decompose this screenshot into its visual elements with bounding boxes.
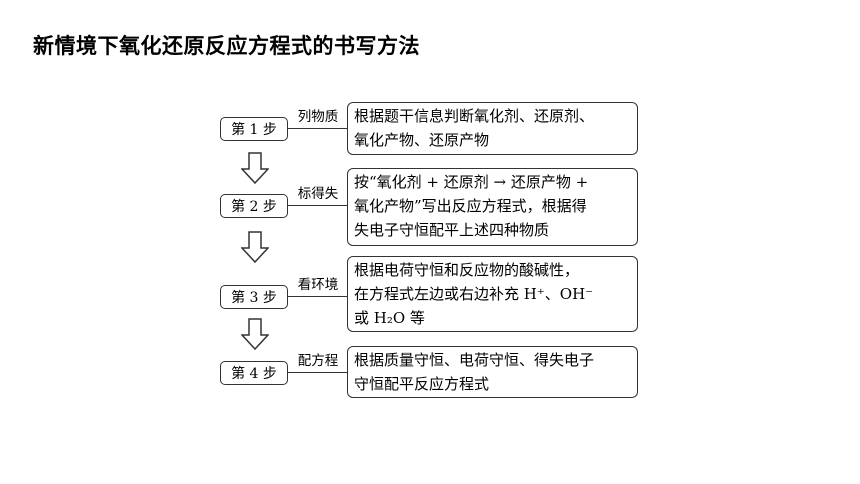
step-1-connector (288, 128, 348, 129)
step-4-line-2: 守恒配平反应方程式 (354, 375, 490, 393)
step-3-action-label: 看环境 (290, 277, 346, 293)
step-3-box: 第 3 步 (220, 285, 288, 309)
hollow-down-arrow-icon (241, 152, 269, 184)
step-3-connector (288, 296, 348, 297)
step-2-connector (288, 205, 348, 206)
step-2-box: 第 2 步 (220, 194, 288, 218)
step-3-line-2: 在方程式左边或右边补充 H⁺、OH⁻ (354, 285, 594, 303)
step-1-action-label: 列物质 (290, 109, 346, 125)
step-3-line-3: 或 H₂O 等 (354, 309, 425, 327)
step-2-action-label: 标得失 (290, 186, 346, 202)
step-4-action-label: 配方程 (290, 353, 346, 369)
step-2-line-1: 按“氧化剂 + 还原剂 → 还原产物 + (354, 173, 589, 191)
step-4-line-1: 根据质量守恒、电荷守恒、得失电子 (354, 351, 595, 369)
step-3-description: 根据电荷守恒和反应物的酸碱性， 在方程式左边或右边补充 H⁺、OH⁻ 或 H₂O… (347, 256, 638, 332)
step-4-box: 第 4 步 (220, 361, 288, 385)
step-1-line-1: 根据题干信息判断氧化剂、还原剂、 (354, 107, 595, 125)
step-4-connector (288, 372, 348, 373)
step-1-description: 根据题干信息判断氧化剂、还原剂、 氧化产物、还原产物 (347, 102, 638, 155)
step-1-box: 第 1 步 (220, 117, 288, 141)
page-title: 新情境下氧化还原反应方程式的书写方法 (33, 34, 420, 58)
step-3-line-1: 根据电荷守恒和反应物的酸碱性， (354, 261, 580, 279)
step-1-line-2: 氧化产物、还原产物 (354, 131, 490, 149)
hollow-down-arrow-icon (241, 318, 269, 350)
step-2-line-3: 失电子守恒配平上述四种物质 (354, 221, 550, 239)
hollow-down-arrow-icon (241, 231, 269, 263)
step-4-description: 根据质量守恒、电荷守恒、得失电子 守恒配平反应方程式 (347, 346, 638, 398)
step-2-description: 按“氧化剂 + 还原剂 → 还原产物 + 氧化产物”写出反应方程式，根据得 失电… (347, 168, 638, 246)
step-2-line-2: 氧化产物”写出反应方程式，根据得 (354, 197, 587, 215)
